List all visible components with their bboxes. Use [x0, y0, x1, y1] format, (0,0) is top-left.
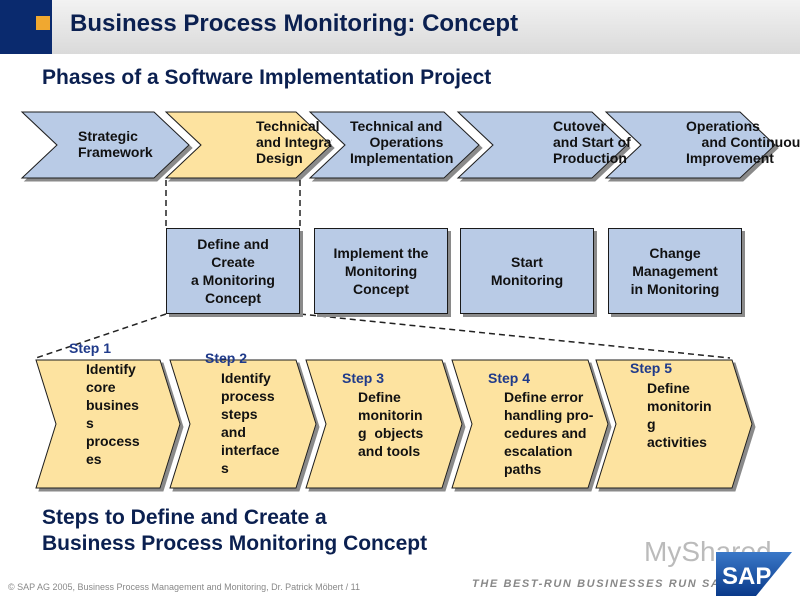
step-chevron-4 [451, 359, 609, 489]
step-tag-2: Step 2 [205, 350, 248, 366]
bottom-heading: Steps to Define and Create a Business Pr… [42, 505, 427, 557]
sap-logo-text: SAP [722, 563, 771, 590]
phase-chevron-1 [20, 111, 190, 179]
phase-chevron-5 [604, 111, 776, 179]
step-chevron-5 [595, 359, 753, 489]
phase-chevron-2 [164, 111, 332, 179]
phase-label-3: Technical and Operations Implementation [350, 118, 454, 166]
step-text-5: Define monitorin g activities [647, 380, 712, 450]
connector-line [35, 313, 167, 359]
tagline: THE BEST-RUN BUSINESSES RUN SAP [472, 578, 730, 590]
step-text-3: Define monitorin g objects and tools [358, 389, 424, 459]
phase-label-1: Strategic Framework [78, 128, 153, 160]
monitoring-box-start: Start Monitoring [460, 228, 594, 314]
step-tag-5: Step 5 [630, 360, 673, 376]
step-text-1: Identify core busines s process es [86, 361, 140, 467]
step-tag-1: Step 1 [69, 340, 112, 356]
phase-chevron-4 [456, 111, 628, 179]
phase-label-5: Operations and Continuous Improvement [686, 118, 800, 166]
section-subtitle: Phases of a Software Implementation Proj… [42, 66, 492, 89]
footer-copyright: © SAP AG 2005, Business Process Manageme… [8, 582, 360, 592]
step-text-2: Identify process steps and interface s [221, 370, 280, 476]
title-accent-square [36, 16, 50, 30]
phase-label-4: Cutover and Start of Production [553, 118, 631, 166]
sap-logo: SAP [716, 552, 792, 596]
step-chevron-3 [305, 359, 463, 489]
bottom-heading-line-1: Steps to Define and Create a [42, 506, 327, 529]
phase-chevron-3 [308, 111, 480, 179]
step-tag-3: Step 3 [342, 370, 385, 386]
monitoring-box-implement: Implement the Monitoring Concept [314, 228, 448, 314]
connector-line [299, 313, 731, 359]
step-chevron-2 [169, 359, 317, 489]
bottom-heading-line-2: Business Process Monitoring Concept [42, 532, 428, 555]
step-tag-4: Step 4 [488, 370, 531, 386]
page-title: Business Process Monitoring: Concept [70, 10, 519, 37]
step-chevron-1 [35, 359, 181, 489]
monitoring-box-define: Define and Create a Monitoring Concept [166, 228, 300, 314]
title-bar [0, 0, 800, 54]
phase-label-2: Technical and Integration Design [256, 118, 332, 166]
step-text-4: Define error handling pro- cedures and e… [504, 389, 594, 477]
monitoring-box-change: Change Management in Monitoring [608, 228, 742, 314]
